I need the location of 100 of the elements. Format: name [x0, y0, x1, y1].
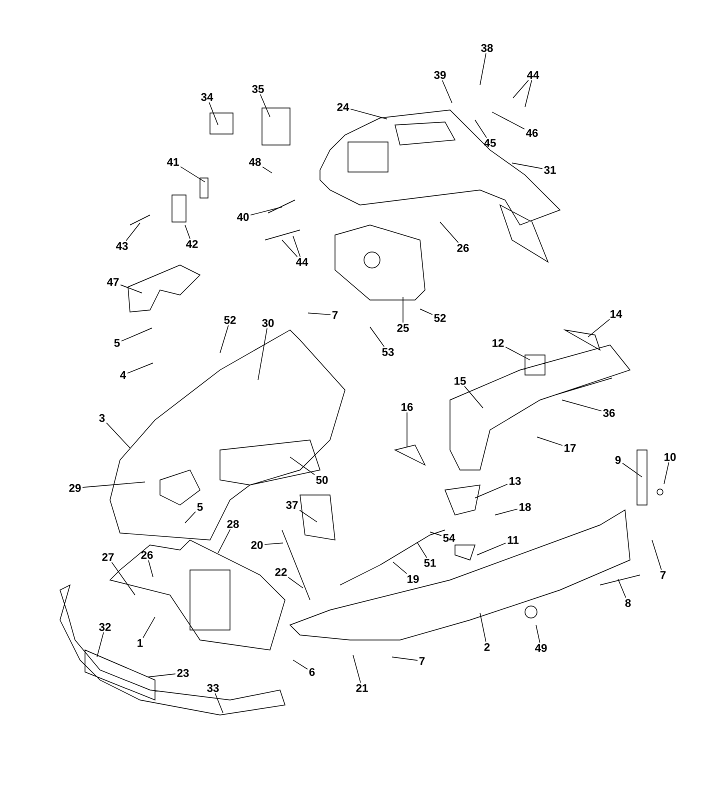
leader-line: [126, 222, 140, 241]
callout-number: 35: [252, 85, 264, 93]
leader-line: [664, 462, 670, 484]
callout-number: 20: [251, 541, 263, 549]
leader-line: [392, 656, 418, 661]
leader-line: [350, 108, 388, 120]
leader-line: [536, 624, 540, 644]
callout-number: 11: [508, 536, 519, 544]
callout-number: 5: [197, 503, 203, 511]
leader-line: [588, 318, 610, 338]
callout-number: 26: [457, 244, 469, 252]
callout-number: 5: [114, 339, 120, 347]
leader-line: [474, 120, 487, 138]
callout-number: 9: [615, 456, 621, 464]
leader-line: [512, 162, 543, 169]
leader-line: [402, 296, 404, 323]
leader-line: [120, 284, 142, 294]
leader-line: [562, 400, 602, 412]
leader-line: [184, 224, 190, 240]
leader-line: [392, 562, 408, 574]
leader-line: [512, 80, 529, 98]
leader-line: [524, 80, 532, 108]
leader-line: [127, 362, 154, 374]
leader-line: [82, 482, 146, 488]
leader-line: [299, 510, 318, 522]
leader-line: [494, 508, 518, 516]
leader-line: [618, 578, 626, 598]
callout-number: 10: [664, 453, 676, 461]
callout-number: 47: [106, 278, 119, 286]
leader-line: [308, 312, 331, 316]
leader-line: [505, 346, 530, 360]
leader-line: [106, 422, 130, 448]
callout-number: 26: [141, 551, 153, 559]
callout-number: 44: [526, 71, 540, 79]
callout-number: 6: [309, 668, 315, 676]
leader-line: [290, 456, 315, 476]
callout-number: 19: [408, 575, 419, 583]
callout-number: 43: [116, 242, 128, 250]
callout-number: 13: [510, 477, 521, 485]
leader-line: [430, 532, 442, 536]
leader-line: [480, 53, 486, 86]
callout-number: 54: [443, 534, 456, 542]
callout-number: 14: [610, 310, 622, 318]
leader-line: [264, 542, 284, 545]
callout-number: 41: [166, 158, 179, 166]
callout-number: 32: [99, 623, 111, 631]
callout-number: 7: [332, 311, 338, 319]
callout-number: 22: [275, 568, 287, 576]
callout-number: 15: [454, 377, 466, 385]
leader-line: [208, 102, 218, 126]
callout-number: 31: [544, 166, 556, 174]
callout-number: 36: [603, 409, 615, 417]
leader-line: [250, 206, 282, 216]
callout-number: 8: [625, 599, 631, 607]
leader-line: [292, 660, 308, 670]
callout-number: 33: [207, 684, 219, 692]
leader-line: [220, 325, 229, 354]
callout-number: 23: [177, 669, 189, 677]
callout-number: 46: [526, 129, 538, 137]
callout-number: 25: [397, 324, 409, 332]
leader-line: [214, 693, 224, 714]
leader-line: [480, 612, 486, 642]
callout-number: 49: [534, 644, 547, 652]
leader-line: [474, 484, 508, 498]
callout-number: 18: [520, 503, 531, 511]
callout-number: 44: [296, 258, 308, 266]
leader-line: [442, 80, 452, 104]
callout-number: 37: [286, 501, 298, 509]
leader-line: [440, 222, 459, 243]
leader-line: [622, 462, 642, 478]
callout-number: 38: [481, 44, 493, 52]
callout-number: 21: [356, 684, 368, 692]
callout-number: 16: [402, 403, 413, 411]
leader-line: [464, 386, 484, 408]
leader-line: [260, 94, 270, 118]
callout-number: 52: [224, 316, 236, 324]
callout-number: 7: [660, 571, 666, 579]
leader-line: [282, 240, 298, 258]
leader-line: [121, 328, 152, 342]
leader-line: [288, 576, 304, 588]
callout-number: 24: [337, 103, 350, 111]
leader-line: [476, 542, 506, 556]
callout-number: 17: [564, 444, 576, 452]
leader-line: [352, 654, 361, 684]
leader-line: [96, 632, 104, 658]
leader-line: [148, 560, 154, 578]
callout-number: 27: [102, 553, 114, 561]
leader-line: [184, 511, 196, 524]
callout-number: 34: [201, 93, 214, 101]
leader-line: [218, 529, 231, 554]
callout-number: 50: [316, 476, 328, 484]
leader-line: [180, 166, 206, 182]
leader-line: [420, 308, 433, 315]
callout-number: 51: [424, 559, 436, 567]
callout-number: 45: [484, 139, 496, 147]
leader-line: [492, 112, 525, 130]
leader-line: [258, 328, 268, 380]
leader-line: [370, 326, 384, 347]
callout-number: 48: [248, 158, 261, 166]
callout-number: 29: [69, 484, 81, 492]
